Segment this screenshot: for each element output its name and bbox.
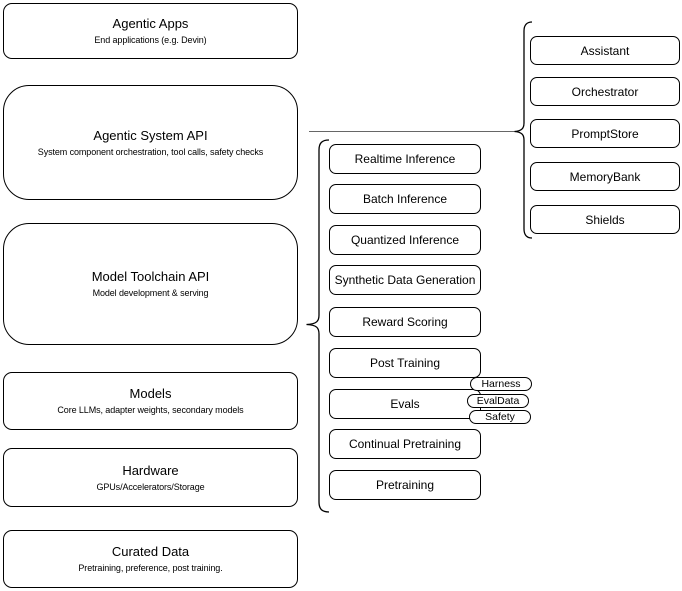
box-model-toolchain-api: Model Toolchain API Model development & …	[3, 223, 298, 345]
system-box-shields: Shields	[530, 205, 680, 234]
toolchain-box-evals: Evals	[329, 389, 481, 419]
box-models: Models Core LLMs, adapter weights, secon…	[3, 372, 298, 430]
box-agentic-system-api: Agentic System API System component orch…	[3, 85, 298, 200]
system-box-memorybank: MemoryBank	[530, 162, 680, 191]
box-curated-data: Curated Data Pretraining, preference, po…	[3, 530, 298, 588]
toolchain-box-reward-scoring: Reward Scoring	[329, 307, 481, 337]
eval-pill-harness: Harness	[470, 377, 532, 391]
box-subtitle: Core LLMs, adapter weights, secondary mo…	[57, 405, 244, 415]
box-title: Agentic System API	[93, 127, 208, 143]
system-box-assistant: Assistant	[530, 36, 680, 65]
toolchain-box-post-training: Post Training	[329, 348, 481, 378]
eval-pill-evaldata: EvalData	[467, 394, 529, 408]
box-title: Model Toolchain API	[91, 269, 210, 284]
system-box-orchestrator: Orchestrator	[530, 77, 680, 106]
box-title: Hardware	[122, 462, 179, 478]
toolchain-box-synthetic-data-generation: Synthetic Data Generation	[329, 265, 481, 295]
box-title: Models	[129, 386, 172, 401]
box-subtitle: End applications (e.g. Devin)	[94, 35, 207, 45]
box-title: Curated Data	[111, 544, 190, 559]
toolchain-box-quantized-inference: Quantized Inference	[329, 225, 481, 255]
box-subtitle: System component orchestration, tool cal…	[37, 146, 264, 157]
toolchain-box-continual-pretraining: Continual Pretraining	[329, 429, 481, 459]
toolchain-box-batch-inference: Batch Inference	[329, 184, 481, 214]
eval-pill-safety: Safety	[469, 410, 531, 424]
toolchain-box-realtime-inference: Realtime Inference	[329, 144, 481, 174]
toolchain-brace	[306, 139, 330, 513]
box-agentic-apps: Agentic Apps End applications (e.g. Devi…	[3, 3, 298, 59]
box-subtitle: Pretraining, preference, post training.	[78, 563, 223, 573]
box-subtitle: GPUs/Accelerators/Storage	[96, 481, 205, 492]
box-subtitle: Model development & serving	[92, 288, 209, 298]
box-hardware: Hardware GPUs/Accelerators/Storage	[3, 448, 298, 507]
box-title: Agentic Apps	[112, 16, 189, 31]
toolchain-box-pretraining: Pretraining	[329, 470, 481, 500]
system-box-promptstore: PromptStore	[530, 119, 680, 148]
